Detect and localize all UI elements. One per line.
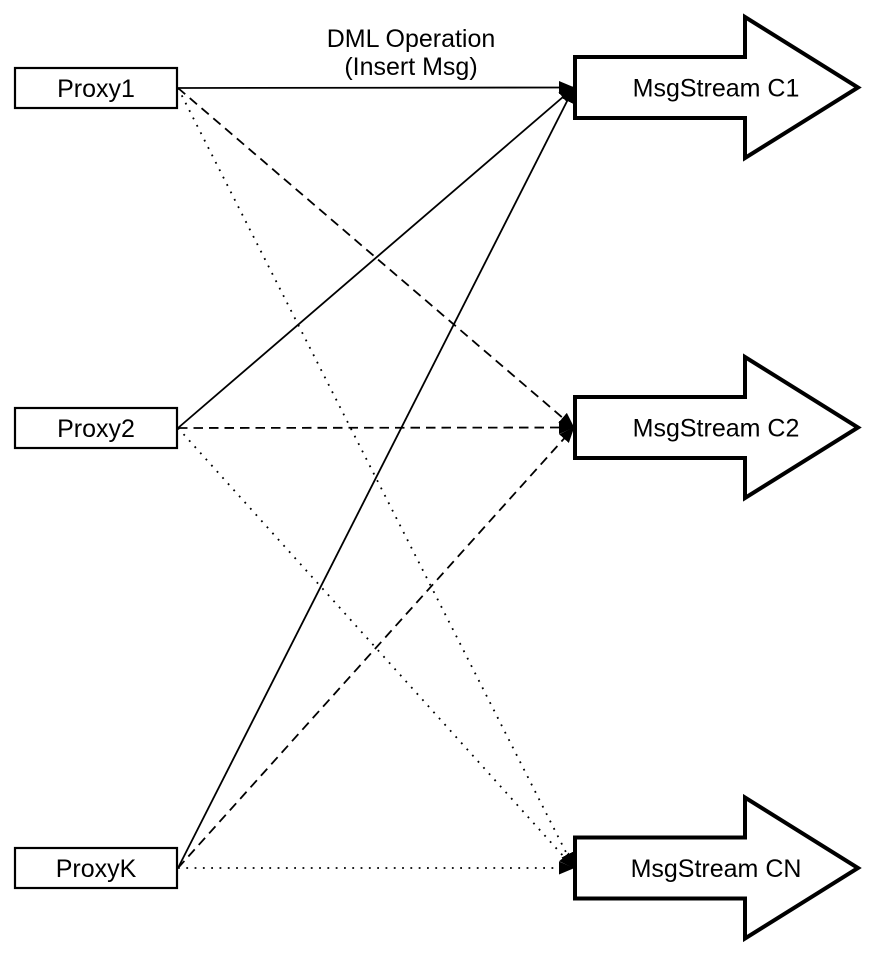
- msgstream-cn-arrow-shape: [573, 793, 862, 943]
- node-proxy2: Proxy2: [13, 406, 179, 450]
- edge-proxy2-to-c1: [177, 86, 575, 429]
- edge-proxyk-to-c1: [177, 87, 575, 869]
- proxy1-label: Proxy1: [57, 75, 135, 103]
- edge-layer: [177, 81, 575, 875]
- proxyk-box: [13, 846, 179, 890]
- proxy2-box: [13, 406, 179, 450]
- proxy2-label: Proxy2: [57, 415, 135, 443]
- msgstream-c2-label: MsgStream C2: [633, 415, 800, 443]
- title-line-2: (Insert Msg): [344, 53, 477, 81]
- node-msgstream-c2: MsgStream C2: [573, 353, 862, 502]
- msgstream-c1-arrow-shape: [573, 13, 862, 162]
- edge-proxyk-to-c2: [177, 426, 575, 869]
- edge-proxy1-to-c1: [177, 81, 575, 95]
- diagram-title: DML Operation (Insert Msg): [327, 25, 496, 81]
- proxy1-box: [13, 66, 179, 110]
- edge-proxy2-to-c2: [177, 421, 575, 435]
- node-msgstream-cn: MsgStream CN: [573, 793, 862, 943]
- msgstream-cn-label: MsgStream CN: [631, 855, 802, 883]
- msgstream-c2-arrow-shape: [573, 353, 862, 502]
- msgstream-c1-label: MsgStream C1: [633, 75, 800, 103]
- node-msgstream-c1: MsgStream C1: [573, 13, 862, 162]
- proxyk-label: ProxyK: [56, 855, 137, 883]
- title-line-1: DML Operation: [327, 25, 496, 53]
- edge-proxy1-to-c2: [177, 87, 575, 429]
- node-proxy1: Proxy1: [13, 66, 179, 110]
- node-proxyk: ProxyK: [13, 846, 179, 890]
